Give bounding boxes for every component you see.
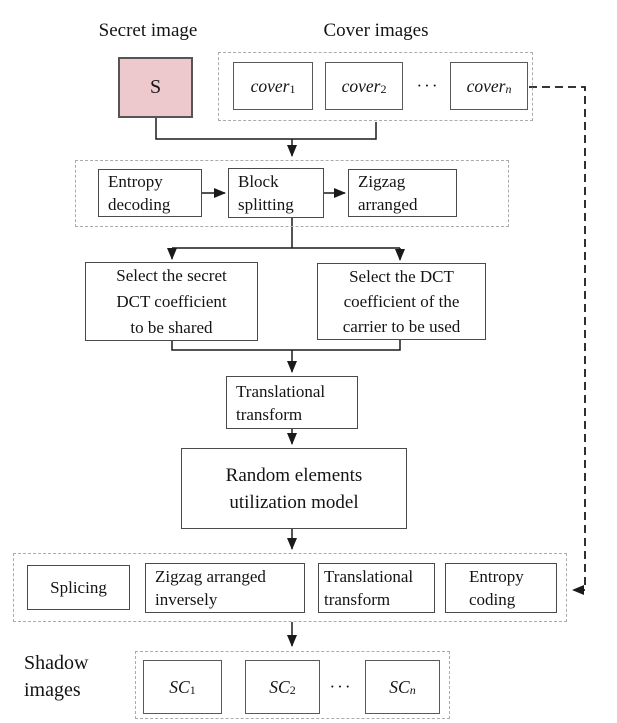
block-splitting-line-1: Block xyxy=(238,172,279,191)
entropy-coding-line-1: Entropy xyxy=(469,567,524,586)
translational-transform-2-line-1: Translational xyxy=(324,567,414,586)
cover-box-2-label: cover xyxy=(341,75,381,96)
random-elements-line-1: Random elements xyxy=(225,464,363,486)
shadow-box-n-label: SC xyxy=(389,676,410,697)
select-secret-line-1: Select the secret xyxy=(116,265,227,285)
shadow-images-label: Shadow images xyxy=(24,652,89,701)
random-elements-box: Random elements utilization model xyxy=(181,448,407,529)
select-carrier-dct-box: Select the DCT coefficient of the carrie… xyxy=(317,263,486,340)
translational-transform-line-1: Translational xyxy=(236,381,326,401)
select-carrier-line-3: carrier to be used xyxy=(342,317,461,336)
splicing-box: Splicing xyxy=(27,565,130,610)
secret-image-label: Secret image xyxy=(98,20,198,41)
shadow-images-group xyxy=(135,651,450,719)
entropy-decoding-line-2: decoding xyxy=(108,195,171,214)
preprocess-group xyxy=(75,160,509,227)
zigzag-arranged-line-1: Zigzag xyxy=(358,172,406,191)
select-secret-line-2: DCT coefficient xyxy=(116,291,227,311)
cover-images-group xyxy=(218,52,533,121)
cover-box-n-label: cover xyxy=(466,75,506,96)
shadow-ellipsis: ··· xyxy=(329,677,353,696)
cover-images-label: Cover images xyxy=(323,20,429,41)
splicing-line-1: Splicing xyxy=(50,578,107,597)
shadow-box-2-label: SC xyxy=(269,676,290,697)
cover-box-1-label: cover xyxy=(250,75,290,96)
block-splitting-line-2: splitting xyxy=(238,195,294,214)
zigzag-inverse-line-1: Zigzag arranged xyxy=(155,567,266,586)
entropy-coding-line-2: coding xyxy=(469,590,516,609)
cover-ellipsis: ··· xyxy=(416,76,440,95)
select-secret-line-3: to be shared xyxy=(130,317,213,337)
random-elements-line-2: utilization model xyxy=(229,491,359,513)
entropy-coding-box: Entropy coding xyxy=(445,563,557,613)
select-carrier-line-2: coefficient of the xyxy=(343,292,460,311)
postprocess-group xyxy=(13,553,567,622)
zigzag-arranged-line-2: arranged xyxy=(358,195,418,214)
shadow-box-1-label: SC xyxy=(169,676,190,697)
entropy-decoding-box: Entropy decoding xyxy=(98,169,202,217)
zigzag-inverse-box: Zigzag arranged inversely xyxy=(145,563,305,613)
zigzag-arranged-box: Zigzag arranged xyxy=(348,169,457,217)
select-secret-dct-box: Select the secret DCT coefficient to be … xyxy=(85,262,258,341)
secret-image-box: S xyxy=(118,57,193,118)
select-carrier-line-1: Select the DCT xyxy=(349,267,454,286)
translational-transform-box: Translational transform xyxy=(226,376,358,429)
translational-transform-2-line-2: transform xyxy=(324,590,391,609)
entropy-decoding-line-1: Entropy xyxy=(108,172,163,191)
zigzag-inverse-line-2: inversely xyxy=(155,590,218,609)
translational-transform-2-box: Translational transform xyxy=(318,563,435,613)
block-splitting-box: Block splitting xyxy=(228,168,324,218)
translational-transform-line-2: transform xyxy=(236,404,303,424)
